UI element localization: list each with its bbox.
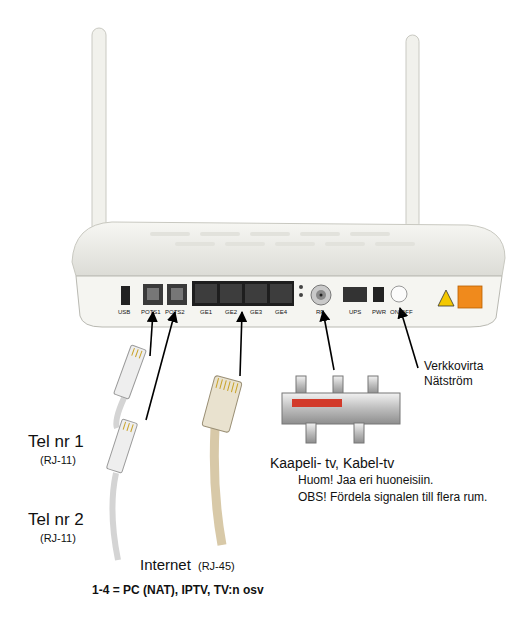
callout-text: Kaapeli- tv, Kabel-tv xyxy=(270,455,394,471)
note-text: Huom! Jaa eri huoneisiin. xyxy=(298,474,433,488)
port-label: UPS xyxy=(349,309,361,316)
port-label: ON/OFF xyxy=(390,309,413,316)
callout-text: Tel nr 1 xyxy=(28,432,84,452)
port-label: GE1 xyxy=(200,309,212,316)
port-label: GE3 xyxy=(250,309,262,316)
port-label: POTS2 xyxy=(165,309,185,316)
port-label: RF xyxy=(316,309,324,316)
connector-type: (RJ-11) xyxy=(40,454,76,467)
connector-type: (RJ-11) xyxy=(40,532,76,545)
port-note: 1-4 = PC (NAT), IPTV, TV:n osv xyxy=(92,584,264,598)
port-label: GE4 xyxy=(275,309,287,316)
port-label: PWR xyxy=(372,309,386,316)
port-label: GE2 xyxy=(225,309,237,316)
note-text: OBS! Fördela signalen till flera rum. xyxy=(298,491,487,505)
port-label: POTS1 xyxy=(141,309,161,316)
connector-type: (RJ-45) xyxy=(198,560,235,573)
port-label: USB xyxy=(118,309,130,316)
callout-text: Verkkovirta xyxy=(424,360,483,374)
callout-text: Internet xyxy=(140,556,191,573)
callout-text: Nätström xyxy=(424,375,473,389)
callout-text: Tel nr 2 xyxy=(28,510,84,530)
